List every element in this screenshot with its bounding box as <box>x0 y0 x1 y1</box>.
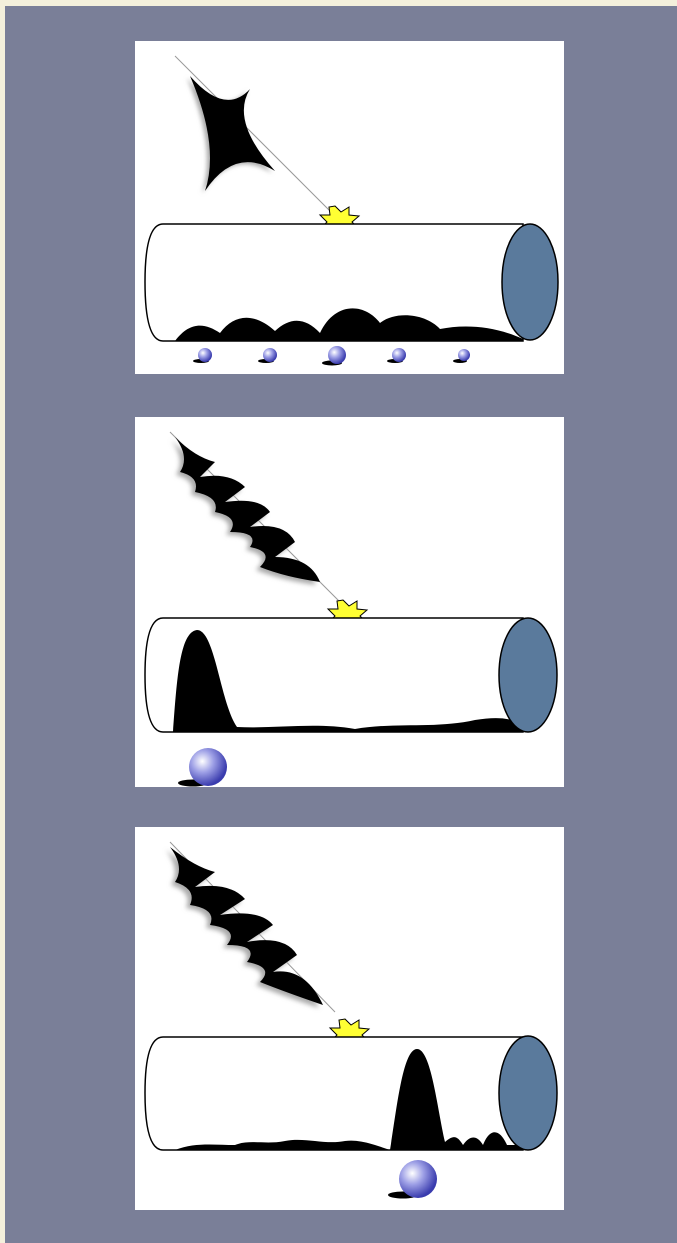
particle-icon <box>458 349 470 361</box>
light-pulse-icon <box>166 847 323 1008</box>
diagram-background <box>5 6 677 1243</box>
particle-icon <box>392 348 406 362</box>
tube-end <box>502 224 558 340</box>
tube <box>145 618 557 732</box>
panel-1-drawing <box>135 41 564 374</box>
particle-icon <box>198 348 212 362</box>
panel-2 <box>135 417 564 787</box>
light-pulse-icon <box>171 437 320 585</box>
particle-icon <box>189 748 227 786</box>
particles <box>178 748 227 787</box>
panel-2-drawing <box>135 417 564 787</box>
particles <box>388 1160 437 1199</box>
tube <box>145 224 558 341</box>
particle-icon <box>328 346 346 364</box>
light-pulse-icon <box>187 76 275 193</box>
panel-3-drawing <box>135 827 564 1210</box>
beam-line <box>175 56 330 211</box>
particles <box>193 346 470 366</box>
tube-end <box>499 618 557 732</box>
panel-1 <box>135 41 564 374</box>
tube-end <box>499 1036 557 1150</box>
particle-icon <box>263 348 277 362</box>
particle-icon <box>399 1160 437 1198</box>
panel-3 <box>135 827 564 1210</box>
tube <box>145 1036 557 1150</box>
